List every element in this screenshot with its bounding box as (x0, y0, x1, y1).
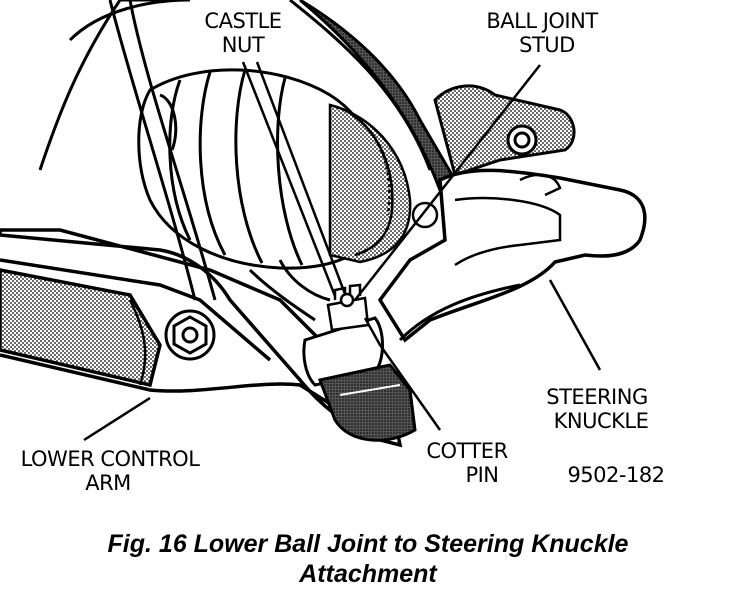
castle-nut-label-line2: NUT (222, 33, 265, 57)
upper-arm (38, 0, 458, 193)
ball-joint-stud-label-line1: BALL JOINT (486, 9, 598, 33)
steering-knuckle-label-line1: STEERING (546, 385, 647, 409)
steering-knuckle (377, 168, 647, 343)
control-arm-bolt (164, 309, 216, 361)
cotter-pin-label-line1: COTTER (426, 439, 507, 463)
callout-labels: CASTLE NUT BALL JOINT STUD STEERING KNUC… (21, 9, 665, 495)
steering-knuckle-leader (548, 279, 602, 371)
lower-control-arm-label-line1: LOWER CONTROL (21, 447, 201, 471)
leader-lines (83, 61, 602, 442)
ball-joint-housing (302, 316, 417, 442)
knuckle-upper-boss (433, 84, 576, 177)
castle-nut-label-line1: CASTLE (204, 9, 281, 33)
lower-control-arm-leader (83, 396, 151, 442)
ball-joint-stud-label-line2: STUD (519, 33, 575, 57)
figure-caption: Fig. 16 Lower Ball Joint to Steering Knu… (108, 530, 629, 588)
cotter-pin-leader (363, 317, 442, 431)
figure-code: 9502-182 (567, 463, 664, 487)
caption-line1: Fig. 16 Lower Ball Joint to Steering Knu… (108, 530, 629, 558)
upper-control-links (108, 0, 521, 342)
joint-collar (328, 103, 439, 264)
ball-joint-stud-leader (354, 64, 541, 301)
cv-boot (137, 68, 385, 270)
caption-line2: Attachment (298, 560, 438, 588)
steering-knuckle-label-line2: KNUCKLE (554, 409, 649, 433)
lower-control-arm-label-line2: ARM (85, 471, 131, 495)
castle-nut-leader-2 (255, 61, 347, 295)
cotter-pin-label-line2: PIN (465, 463, 498, 487)
castle-nut-leader-1 (241, 61, 337, 297)
